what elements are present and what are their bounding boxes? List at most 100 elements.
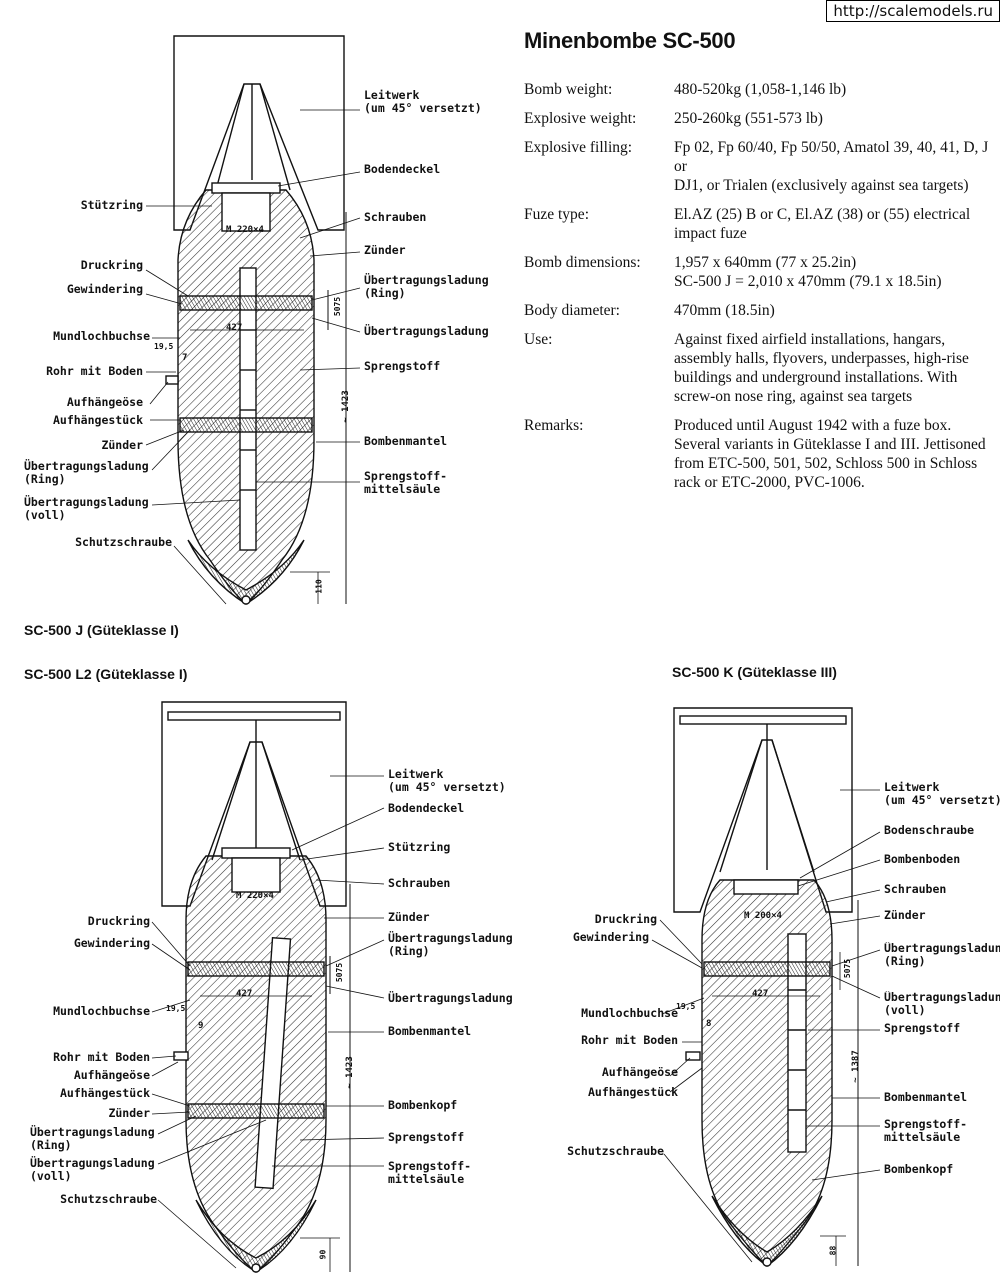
label-l2-zuender: Zünder: [108, 1106, 150, 1120]
label-j-gewindering: Gewindering: [66, 282, 143, 296]
dim-k-thread: M 200×4: [744, 911, 782, 921]
dim-j-110: 110: [314, 579, 324, 594]
spec-label: Use:: [524, 331, 553, 348]
label-l2-bombenkopf: Bombenkopf: [388, 1098, 458, 1112]
dim-l2-90: 90: [318, 1249, 328, 1260]
dim-j-5075: 5075: [333, 296, 343, 317]
spec-table: Bomb weight: 480-520kg (1,058-1,146 lb) E…: [524, 80, 1000, 502]
spec-row: Body diameter: 470mm (18.5in): [524, 301, 1000, 320]
spec-label: Explosive filling:: [524, 139, 633, 156]
dim-j-thread: M 220×4: [226, 225, 264, 235]
label-k-aufhaengeoese: Aufhängeöse: [601, 1065, 678, 1079]
label-l2-gewindering: Gewindering: [73, 936, 150, 950]
label-j-rohr: Rohr mit Boden: [46, 364, 143, 378]
label-j-zuender: Zünder: [101, 438, 143, 452]
label-l2-stuetzring: Stützring: [388, 840, 451, 854]
spec-label: Body diameter:: [524, 302, 620, 319]
spec-row: Bomb weight: 480-520kg (1,058-1,146 lb): [524, 80, 1000, 99]
spec-row: Explosive filling: Fp 02, Fp 60/40, Fp 50…: [524, 138, 1000, 195]
label-j-mittelsaeule: Sprengstoff- mittelsäule: [364, 469, 448, 496]
label-j-uebertragung: Übertragungsladung: [364, 324, 489, 338]
label-k-sprengstoff: Sprengstoff: [884, 1021, 961, 1035]
label-k-schrauben: Schrauben: [884, 882, 947, 896]
label-l2-druckring: Druckring: [87, 914, 150, 928]
spec-value: 470mm (18.5in): [674, 302, 775, 319]
label-k-bombenmantel: Bombenmantel: [884, 1090, 968, 1104]
dim-k-5075: 5075: [843, 958, 853, 979]
label-j-zuender-r: Zünder: [364, 243, 406, 257]
label-j-schrauben: Schrauben: [364, 210, 427, 224]
label-k-leitwerk: Leitwerk (um 45° versetzt): [884, 780, 1000, 807]
spec-value: Fp 02, Fp 60/40, Fp 50/50, Amatol 39, 40…: [674, 139, 989, 194]
label-l2-voll: Übertragungsladung (voll): [30, 1156, 155, 1183]
bomb-k-drawing: [651, 707, 881, 1267]
label-l2-zuender-r: Zünder: [388, 910, 430, 924]
dim-j-1423: ~ 1423: [340, 390, 351, 423]
spec-label: Bomb weight:: [524, 81, 613, 98]
dim-j-427: 427: [226, 323, 243, 333]
spec-label: Explosive weight:: [524, 110, 637, 127]
label-j-aufhaengeoese: Aufhängeöse: [66, 395, 143, 409]
spec-row: Bomb dimensions: 1,957 x 640mm (77 x 25.2…: [524, 253, 1000, 291]
page-title: Minenbombe SC-500: [524, 28, 736, 53]
label-j-ring-r: Übertragungsladung (Ring): [364, 273, 489, 300]
dim-k-1387: ~ 1387: [850, 1050, 861, 1083]
label-j-stuetzring: Stützring: [80, 198, 143, 212]
label-j-leitwerk: Leitwerk (um 45° versetzt): [364, 88, 482, 115]
spec-value: El.AZ (25) B or C, El.AZ (38) or (55) el…: [674, 206, 971, 242]
label-k-gewindering: Gewindering: [572, 930, 649, 944]
dim-j-19: 19,5: [154, 342, 174, 351]
dim-l2-thread: M 220×4: [236, 891, 274, 901]
dim-l2-1423: ~ 1423: [344, 1056, 355, 1089]
label-l2-bombenmantel: Bombenmantel: [388, 1024, 472, 1038]
label-k-ring: Übertragungsladung (Ring): [884, 942, 1000, 968]
spec-value: 480-520kg (1,058-1,146 lb): [674, 81, 847, 98]
label-l2-uebertragung: Übertragungsladung: [388, 991, 513, 1005]
bomb-l2-drawing: [151, 701, 385, 1273]
caption-k: SC-500 K (Güteklasse III): [672, 664, 837, 680]
dim-l2-5075: 5075: [335, 962, 345, 983]
spec-label: Remarks:: [524, 417, 584, 434]
label-l2-ring-r: Übertragungsladung (Ring): [388, 931, 513, 958]
label-j-voll: Übertragungsladung (voll): [24, 495, 149, 522]
spec-row: Remarks: Produced until August 1942 with …: [524, 416, 1000, 492]
dim-l2-19: 19,5: [166, 1004, 186, 1013]
label-l2-ring: Übertragungsladung (Ring): [30, 1125, 155, 1152]
spec-value: Against fixed airfield installations, ha…: [674, 331, 969, 405]
label-l2-leitwerk: Leitwerk (um 45° versetzt): [388, 767, 506, 794]
label-j-mundlochbuchse: Mundlochbuchse: [53, 329, 150, 343]
dim-k-19: 19,5: [676, 1002, 696, 1011]
bomb-j-drawing: [145, 35, 361, 605]
label-k-mundlochbuchse: Mundlochbuchse: [581, 1006, 678, 1020]
spec-label: Bomb dimensions:: [524, 254, 641, 271]
label-k-rohr: Rohr mit Boden: [581, 1033, 678, 1047]
dim-k-8: 8: [706, 1019, 712, 1029]
dim-l2-427: 427: [236, 989, 253, 999]
caption-l2: SC-500 L2 (Güteklasse I): [24, 666, 188, 682]
label-l2-sprengstoff: Sprengstoff: [388, 1130, 465, 1144]
label-k-bombenkopf: Bombenkopf: [884, 1162, 954, 1176]
label-k-schutzschraube: Schutzschraube: [567, 1144, 664, 1158]
spec-row: Explosive weight: 250-260kg (551-573 lb): [524, 109, 1000, 128]
label-l2-schutzschraube: Schutzschraube: [60, 1192, 157, 1206]
label-j-sprengstoff: Sprengstoff: [364, 359, 441, 373]
dim-l2-9: 9: [198, 1021, 204, 1031]
label-j-ring: Übertragungsladung (Ring): [24, 459, 149, 486]
dim-k-427: 427: [752, 989, 769, 999]
spec-value: 250-260kg (551-573 lb): [674, 110, 823, 127]
label-l2-rohr: Rohr mit Boden: [53, 1050, 150, 1064]
label-k-zuender: Zünder: [884, 908, 926, 922]
label-j-aufhaengestueck: Aufhängestück: [52, 413, 143, 427]
label-j-schutzschraube: Schutzschraube: [75, 535, 172, 549]
label-k-aufhaengestueck: Aufhängestück: [587, 1085, 678, 1099]
label-l2-aufhaengestueck: Aufhängestück: [59, 1086, 150, 1100]
watermark: http://scalemodels.ru: [826, 0, 1000, 22]
label-l2-bodendeckel: Bodendeckel: [388, 801, 465, 815]
spec-row: Use: Against fixed airfield installations…: [524, 330, 1000, 406]
label-l2-mittelsaeule: Sprengstoff- mittelsäule: [388, 1159, 472, 1186]
spec-value: Produced until August 1942 with a fuze b…: [674, 417, 986, 491]
spec-row: Fuze type:El.AZ (25) B or C, El.AZ (38) …: [524, 205, 1000, 243]
spec-value: 1,957 x 640mm (77 x 25.2in) SC-500 J = 2…: [674, 254, 942, 290]
label-j-bombenmantel: Bombenmantel: [364, 434, 448, 448]
dim-k-88: 88: [828, 1245, 838, 1256]
